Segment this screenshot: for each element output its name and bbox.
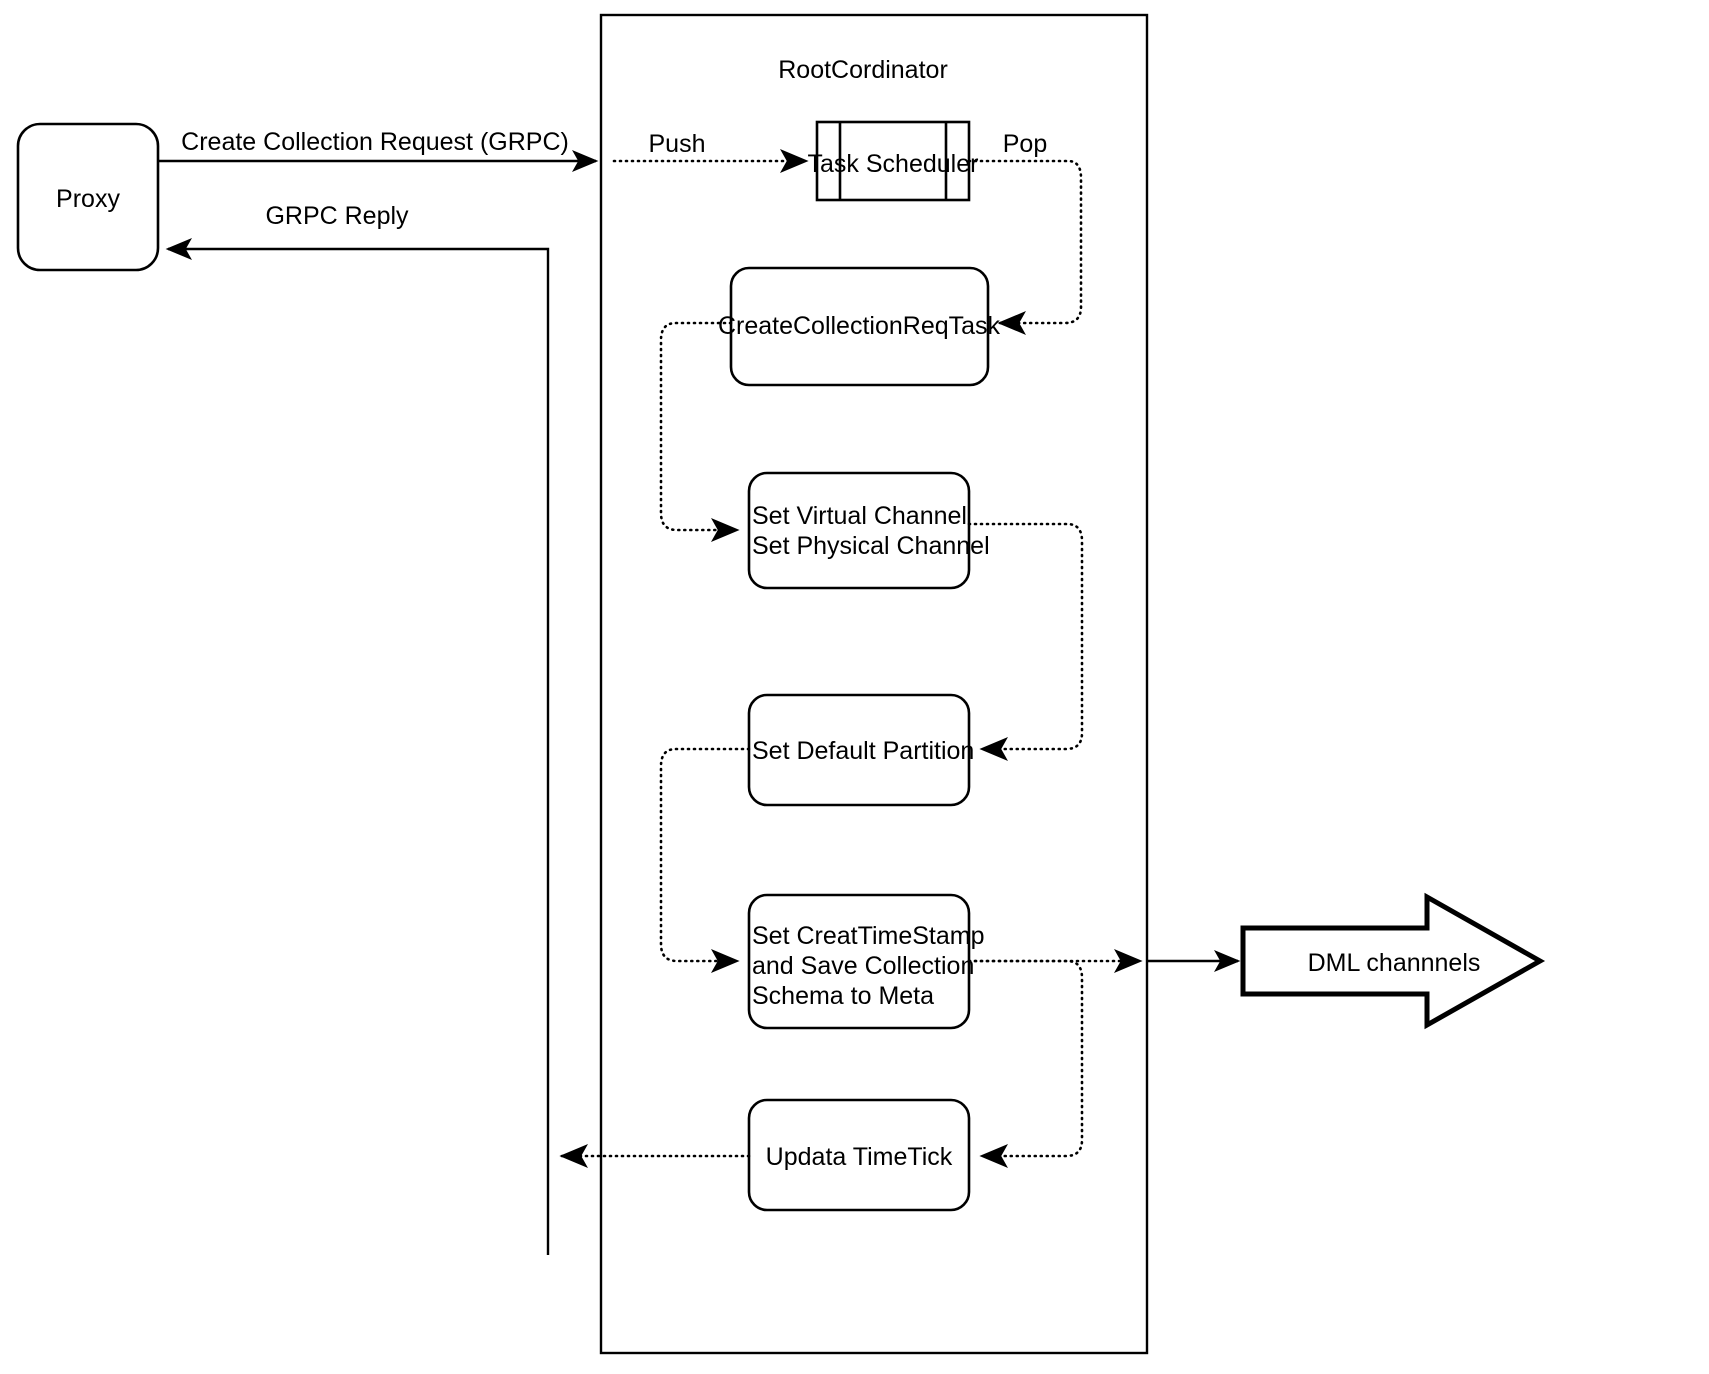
set-channel-to-default-partition-line [967, 522, 1084, 761]
set-create-timestamp-label-line3: Schema to Meta [752, 982, 934, 1010]
set-channel-label-line2: Set Physical Channel [752, 532, 990, 560]
create-collection-req-task-label: CreateCollectionReqTask [718, 312, 1001, 340]
task-scheduler-label: Task Scheduler [808, 150, 979, 178]
timestamp-to-timetick-line [967, 959, 1084, 1168]
edge-task-to-set-channel [659, 321, 740, 542]
grpc-reply-line [165, 237, 550, 1255]
dml-channels-arrow-shape[interactable] [1240, 892, 1546, 1030]
set-channel-box[interactable] [747, 471, 971, 590]
edge-default-partition-to-timestamp [659, 747, 751, 973]
rootcordinator-boundary [599, 13, 1149, 1355]
node-proxy[interactable]: Proxy [16, 122, 160, 272]
rootcordinator-container: RootCordinator [599, 13, 1149, 1355]
create-collection-req-task-box[interactable] [729, 266, 990, 387]
edge-grpc-reply: GRPC Reply [165, 202, 550, 1255]
set-create-timestamp-label-line2: and Save Collection [752, 952, 974, 980]
default-partition-to-timestamp-line [659, 747, 751, 973]
set-channel-label-line1: Set Virtual Channel [752, 502, 967, 530]
pop-line [967, 159, 1083, 335]
edge-pop: Pop [967, 130, 1083, 335]
set-create-timestamp-label-line1: Set CreatTimeStamp [752, 922, 984, 950]
task-to-set-channel-line [659, 321, 740, 542]
rootcordinator-title: RootCordinator [778, 56, 948, 84]
node-update-timetick[interactable]: Updata TimeTick [747, 1098, 971, 1212]
proxy-box[interactable] [16, 122, 160, 272]
node-create-collection-req-task[interactable]: CreateCollectionReqTask [718, 266, 1001, 387]
update-timetick-label: Updata TimeTick [766, 1143, 953, 1171]
edge-push: Push [612, 130, 809, 173]
edge-timestamp-to-timetick [967, 959, 1084, 1168]
node-task-scheduler[interactable]: Task Scheduler [808, 120, 979, 202]
create-collection-request-label: Create Collection Request (GRPC) [181, 128, 569, 156]
dml-channels-label: DML channnels [1308, 949, 1481, 977]
edge-create-collection-request: Create Collection Request (GRPC) [158, 128, 599, 173]
push-label: Push [649, 130, 706, 158]
edge-set-channel-to-default-partition [967, 522, 1084, 761]
pop-label: Pop [1003, 130, 1047, 158]
proxy-label: Proxy [56, 185, 120, 213]
node-set-channel[interactable]: Set Virtual Channel Set Physical Channel [747, 471, 990, 590]
grpc-reply-label: GRPC Reply [265, 202, 409, 230]
set-default-partition-label: Set Default Partition [752, 737, 974, 765]
node-dml-channels[interactable]: DML channnels [1240, 892, 1546, 1030]
node-set-create-timestamp[interactable]: Set CreatTimeStamp and Save Collection S… [747, 893, 984, 1030]
node-set-default-partition[interactable]: Set Default Partition [747, 693, 974, 807]
